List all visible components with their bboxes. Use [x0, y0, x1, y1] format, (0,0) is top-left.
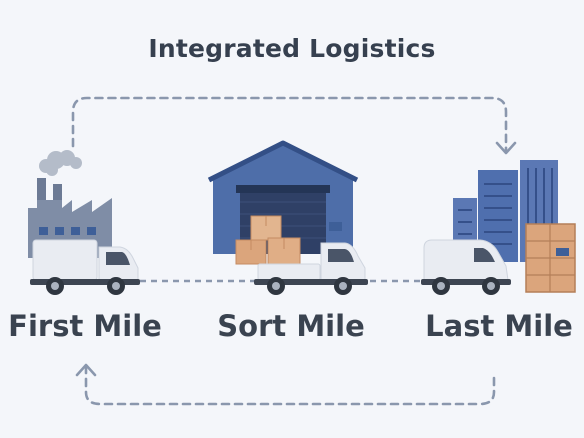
stage-label-last-mile: Last Mile: [425, 309, 573, 343]
parcel-locker-icon: [525, 223, 576, 293]
bottom-loop-arrow: [75, 363, 496, 406]
diagram-title: Integrated Logistics: [148, 34, 436, 63]
stage-label-first-mile: First Mile: [8, 309, 162, 343]
top-loop-arrow: [71, 96, 517, 155]
truck-icon: [254, 242, 368, 295]
smoke-icon: [39, 150, 82, 176]
package-boxes-icon: [235, 215, 301, 265]
warehouse-icon: [207, 140, 359, 254]
truck-icon: [30, 239, 140, 295]
delivery-van-icon: [421, 239, 511, 295]
stage-label-sort-mile: Sort Mile: [217, 309, 365, 343]
city-buildings-icon: [453, 160, 558, 262]
